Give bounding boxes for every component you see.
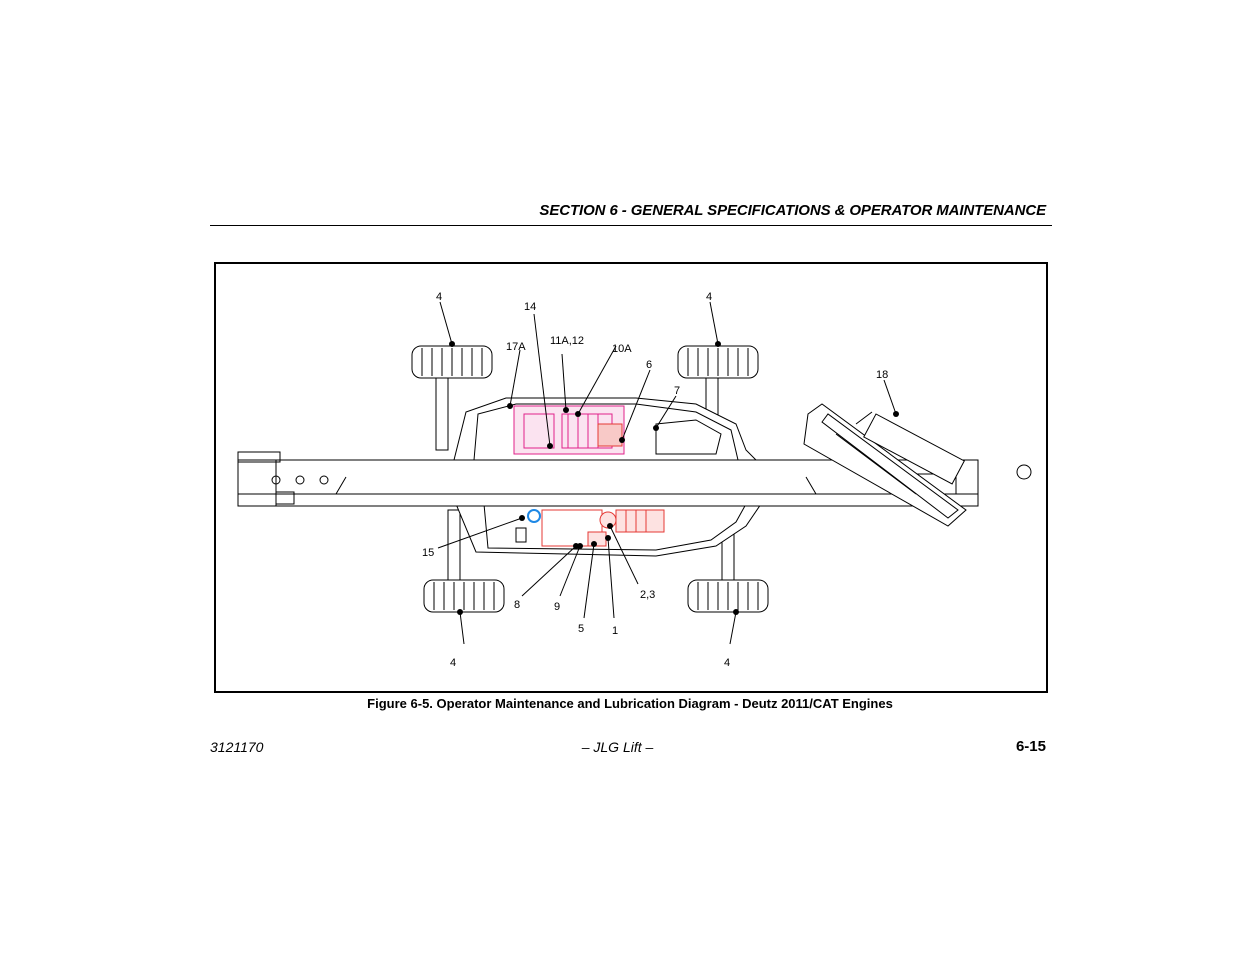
engine-red-component xyxy=(597,423,623,447)
tire-top-left xyxy=(411,345,493,379)
lube-points xyxy=(449,341,899,615)
callout-5: 5 xyxy=(578,623,584,635)
callout-4-bottom-left: 4 xyxy=(450,657,456,669)
doc-number: 3121170 xyxy=(210,739,264,755)
callout-8: 8 xyxy=(514,599,520,611)
callout-6: 6 xyxy=(646,359,652,371)
lubrication-diagram: 4 4 4 4 14 17A 11A,12 10A 6 7 18 15 8 9 … xyxy=(237,291,1032,669)
page-number: 6-15 xyxy=(1015,738,1046,755)
callout-17a: 17A xyxy=(506,341,526,353)
callout-9: 9 xyxy=(554,601,560,613)
callout-4-top-right: 4 xyxy=(706,291,712,303)
callout-15: 15 xyxy=(422,547,434,559)
header-rule xyxy=(210,225,1052,226)
callout-2-3: 2,3 xyxy=(640,589,655,601)
callout-11a-12: 11A,12 xyxy=(550,335,584,347)
tire-top-right xyxy=(677,345,759,379)
hydraulic-highlight xyxy=(541,509,665,547)
tire-bottom-right xyxy=(687,579,769,613)
callout-4-bottom-right: 4 xyxy=(724,657,730,669)
callout-14: 14 xyxy=(524,301,536,313)
filter-highlight xyxy=(527,509,541,523)
callout-1: 1 xyxy=(612,625,618,637)
figure-frame: 4 4 4 4 14 17A 11A,12 10A 6 7 18 15 8 9 … xyxy=(214,262,1048,693)
callout-18: 18 xyxy=(876,369,888,381)
section-title: SECTION 6 - GENERAL SPECIFICATIONS & OPE… xyxy=(539,202,1046,219)
footer-brand: – JLG Lift – xyxy=(581,739,654,755)
callout-7: 7 xyxy=(674,385,680,397)
leader-lines xyxy=(437,301,897,645)
callout-10a: 10A xyxy=(612,343,632,355)
figure-caption: Figure 6-5. Operator Maintenance and Lub… xyxy=(367,696,893,711)
platform-basket xyxy=(803,403,1032,527)
tire-bottom-left xyxy=(423,579,505,613)
callout-4-top-left: 4 xyxy=(436,291,442,303)
